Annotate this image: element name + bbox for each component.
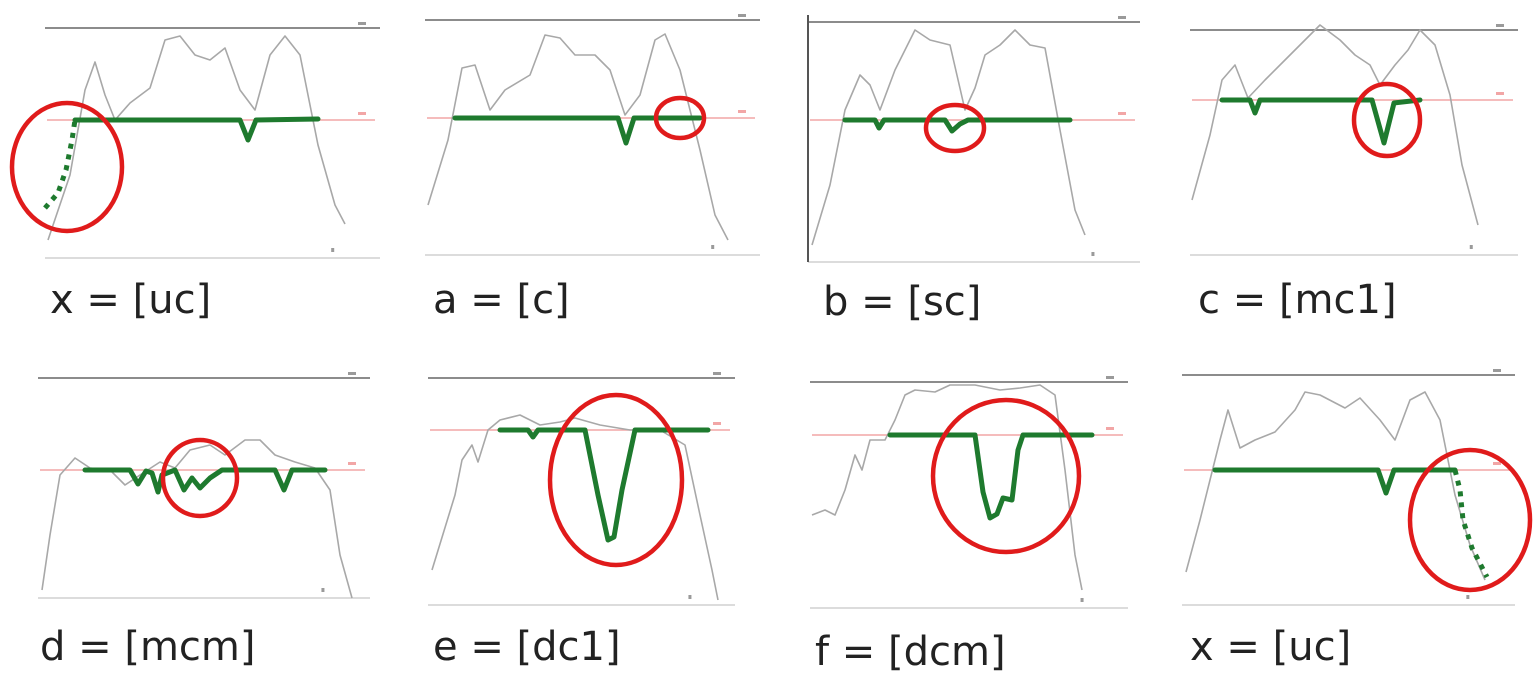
caption-d-mcm: d = [mcm]: [40, 624, 256, 670]
caption-x-uc-2: x = [uc]: [1190, 624, 1352, 670]
highlight-circle: [9, 100, 125, 234]
panel-bottom-marker: [331, 248, 335, 252]
highlight-circle: [160, 437, 240, 519]
panel-bottom-marker: [1466, 595, 1470, 599]
overlay-line: [887, 432, 1095, 521]
panel-top-marker: [1496, 24, 1504, 27]
panel-bottom-marker: [1080, 598, 1084, 602]
highlight-circle: [653, 95, 707, 141]
panel-ref-marker: [348, 462, 356, 465]
overlay-line: [497, 427, 711, 543]
profile-line: [47, 35, 346, 241]
panel-ref-marker: [713, 422, 721, 425]
caption-e-dc1: e = [dc1]: [433, 624, 621, 670]
panel-top-marker: [1118, 16, 1126, 19]
panel-ref-marker: [1496, 92, 1504, 95]
panel-bottom-marker: [688, 595, 692, 599]
panel-top-marker: [358, 22, 366, 25]
overlay-line: [842, 117, 1073, 134]
panel-x2: [1182, 369, 1533, 606]
profile-line: [431, 414, 719, 601]
panel-x1: [9, 22, 380, 259]
overlay-dotted-extension: [43, 119, 78, 210]
panel-bottom-marker: [1469, 245, 1473, 249]
profile-line: [41, 439, 353, 599]
profile-line: [811, 384, 1083, 591]
caption-b-sc: b = [sc]: [823, 279, 982, 325]
panel-b: [807, 15, 1140, 263]
panel-top-marker: [1493, 369, 1501, 372]
caption-f-dcm: f = [dcm]: [815, 629, 1006, 675]
caption-x-uc-1: x = [uc]: [50, 277, 212, 323]
panel-c: [1190, 24, 1518, 256]
panel-top-marker: [348, 372, 356, 375]
caption-a-c: a = [c]: [433, 277, 570, 323]
panel-top-marker: [713, 372, 721, 375]
highlight-circle: [547, 392, 685, 568]
profile-line: [427, 33, 729, 241]
highlight-circle: [923, 102, 987, 154]
profile-line: [1191, 24, 1479, 226]
overlay-line: [1212, 467, 1458, 496]
highlight-circle: [930, 397, 1082, 555]
panel-a: [425, 14, 760, 256]
overlay-line: [82, 467, 328, 495]
panel-d: [38, 372, 370, 599]
highlight-circle: [1407, 447, 1533, 593]
panel-ref-marker: [1106, 427, 1114, 430]
panel-ref-marker: [1118, 112, 1126, 115]
panel-f: [810, 376, 1128, 609]
profile-line: [1185, 391, 1486, 581]
caption-c-mc1: c = [mc1]: [1198, 277, 1397, 323]
panel-top-marker: [1106, 376, 1114, 379]
panel-bottom-marker: [1091, 252, 1095, 256]
panel-ref-marker: [358, 112, 366, 115]
overlay-line: [72, 116, 321, 143]
panel-e: [428, 372, 735, 606]
overlay-line: [1219, 97, 1423, 146]
panel-bottom-marker: [711, 245, 715, 249]
profile-line: [811, 29, 1086, 246]
highlight-circle: [1351, 81, 1423, 159]
panel-ref-marker: [1493, 462, 1501, 465]
panel-top-marker: [738, 14, 746, 17]
overlay-dotted-extension: [1452, 469, 1490, 579]
panel-ref-marker: [738, 110, 746, 113]
panel-bottom-marker: [321, 588, 325, 592]
